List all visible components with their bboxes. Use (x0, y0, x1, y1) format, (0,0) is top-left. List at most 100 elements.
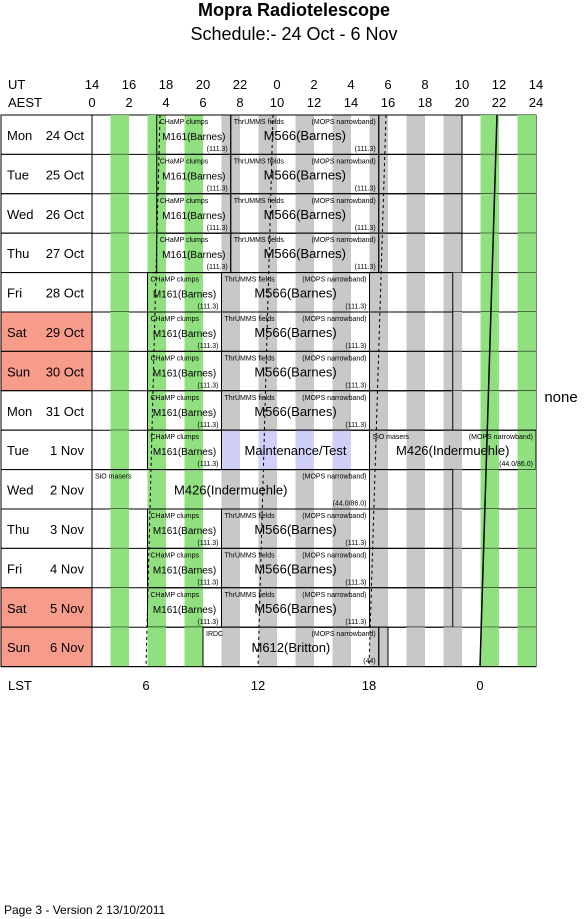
time-stripe (406, 351, 425, 391)
block-note-label: (111.3) (197, 382, 218, 389)
row-day: Sun (7, 364, 30, 379)
lst-tick-label: 6 (142, 678, 149, 693)
ut-tick-label: 18 (159, 77, 173, 92)
aest-tick-label: 14 (344, 95, 358, 110)
row-day: Mon (7, 128, 32, 143)
block-top-label: ThrUMMS fields (225, 355, 276, 362)
row-date: 1 Nov (50, 443, 84, 458)
block-top-label: ThrUMMS fields (225, 277, 276, 284)
aest-tick-label: 2 (125, 95, 132, 110)
block-top-label: ThrUMMS fields (225, 513, 276, 520)
time-stripe (184, 627, 203, 667)
block-note-label: (111.3) (207, 185, 228, 192)
block-main-label: Maintenance/Test (245, 443, 347, 458)
row-day: Fri (7, 561, 22, 576)
time-stripe (406, 390, 425, 431)
row-date-cell (0, 311, 93, 352)
block-note-label: (111.3) (207, 264, 228, 271)
time-stripe (406, 312, 425, 352)
lst-tick-label: 18 (362, 678, 376, 693)
block-note-label: (44.0/86.0) (333, 501, 367, 508)
time-stripe (110, 469, 129, 509)
block-main-label: M161(Barnes) (153, 290, 216, 301)
block-top-right-label: (MOPS narrowband) (469, 434, 533, 441)
row-date-cell (0, 469, 93, 510)
block-top-label: SiO masers (95, 474, 132, 481)
time-stripe (147, 312, 166, 352)
block-top-label: CHaMP clumps (160, 158, 209, 165)
block-top-label: ThrUMMS fields (225, 395, 276, 402)
lst-zero-line (479, 114, 498, 667)
time-stripe (443, 430, 462, 470)
lst-guide-line (257, 114, 274, 667)
block-note-label: (111.3) (197, 461, 218, 468)
block-main-label: M161(Barnes) (162, 250, 225, 261)
block-top-label: CHaMP clumps (151, 434, 200, 441)
time-stripe (258, 115, 277, 155)
ut-tick-label: 14 (85, 77, 99, 92)
block-top-label: CHaMP clumps (151, 395, 200, 402)
time-stripe (480, 272, 499, 312)
block-top-label: ThrUMMS fields (234, 237, 285, 244)
block-top-right-label: (MOPS narrowband) (312, 198, 376, 205)
ut-tick-label: 0 (273, 77, 280, 92)
block-top-label: ThrUMMS fields (225, 592, 276, 599)
time-stripe (406, 587, 425, 628)
time-stripe (480, 430, 499, 470)
time-stripe (258, 233, 277, 273)
time-stripe (332, 272, 351, 312)
lst-guide-line (145, 114, 161, 667)
time-stripe (110, 272, 129, 312)
time-stripe (517, 390, 536, 431)
time-stripe (184, 233, 203, 273)
block-top-right-label: (MOPS narrowband) (312, 237, 376, 244)
ut-tick-label: 22 (233, 77, 247, 92)
block-note-label: (111.3) (207, 146, 228, 153)
row-date: 4 Nov (50, 561, 84, 576)
block-top-label: ThrUMMS fields (234, 119, 285, 126)
row-date: 30 Oct (46, 364, 85, 379)
time-stripe (443, 115, 462, 155)
time-stripe (443, 154, 462, 194)
time-stripe (258, 548, 277, 588)
time-stripe (295, 154, 314, 194)
ut-tick-label: 2 (310, 77, 317, 92)
row-day: Tue (7, 443, 29, 458)
time-stripe (110, 627, 129, 667)
block-note-label: (111.3) (355, 264, 376, 271)
row-date-cell (0, 508, 93, 549)
row-date: 28 Oct (46, 286, 85, 301)
block-note-label: (111.3) (345, 579, 366, 586)
time-stripe (517, 154, 536, 194)
block-main-label: M161(Barnes) (162, 211, 225, 222)
block-top-right-label: (MOPS narrowband) (302, 513, 366, 520)
time-stripe (147, 587, 166, 628)
time-stripe (295, 272, 314, 312)
block-main-label: M566(Barnes) (254, 286, 336, 301)
row-date-cell (0, 272, 93, 313)
time-stripe (517, 193, 536, 234)
time-stripe (147, 509, 166, 549)
block-main-label: M161(Barnes) (162, 171, 225, 182)
time-stripe (369, 351, 388, 391)
row-date: 27 Oct (46, 246, 85, 261)
aest-tick-label: 8 (236, 95, 243, 110)
ut-tick-label: 10 (455, 77, 469, 92)
ut-tick-label: 4 (347, 77, 354, 92)
block-main-label: M426(Indermuehle) (174, 483, 287, 498)
block-note-label: (111.3) (345, 343, 366, 350)
time-stripe (406, 154, 425, 194)
ut-tick-label: 14 (529, 77, 543, 92)
row-date: 29 Oct (46, 325, 85, 340)
row-date: 31 Oct (46, 404, 85, 419)
time-stripe (147, 469, 166, 509)
time-stripe (147, 627, 166, 667)
time-stripe (406, 193, 425, 234)
block-top-label: CHaMP clumps (151, 277, 200, 284)
time-stripe (369, 272, 388, 312)
row-date-cell (0, 587, 93, 628)
block-top-label: ThrUMMS fields (234, 158, 285, 165)
